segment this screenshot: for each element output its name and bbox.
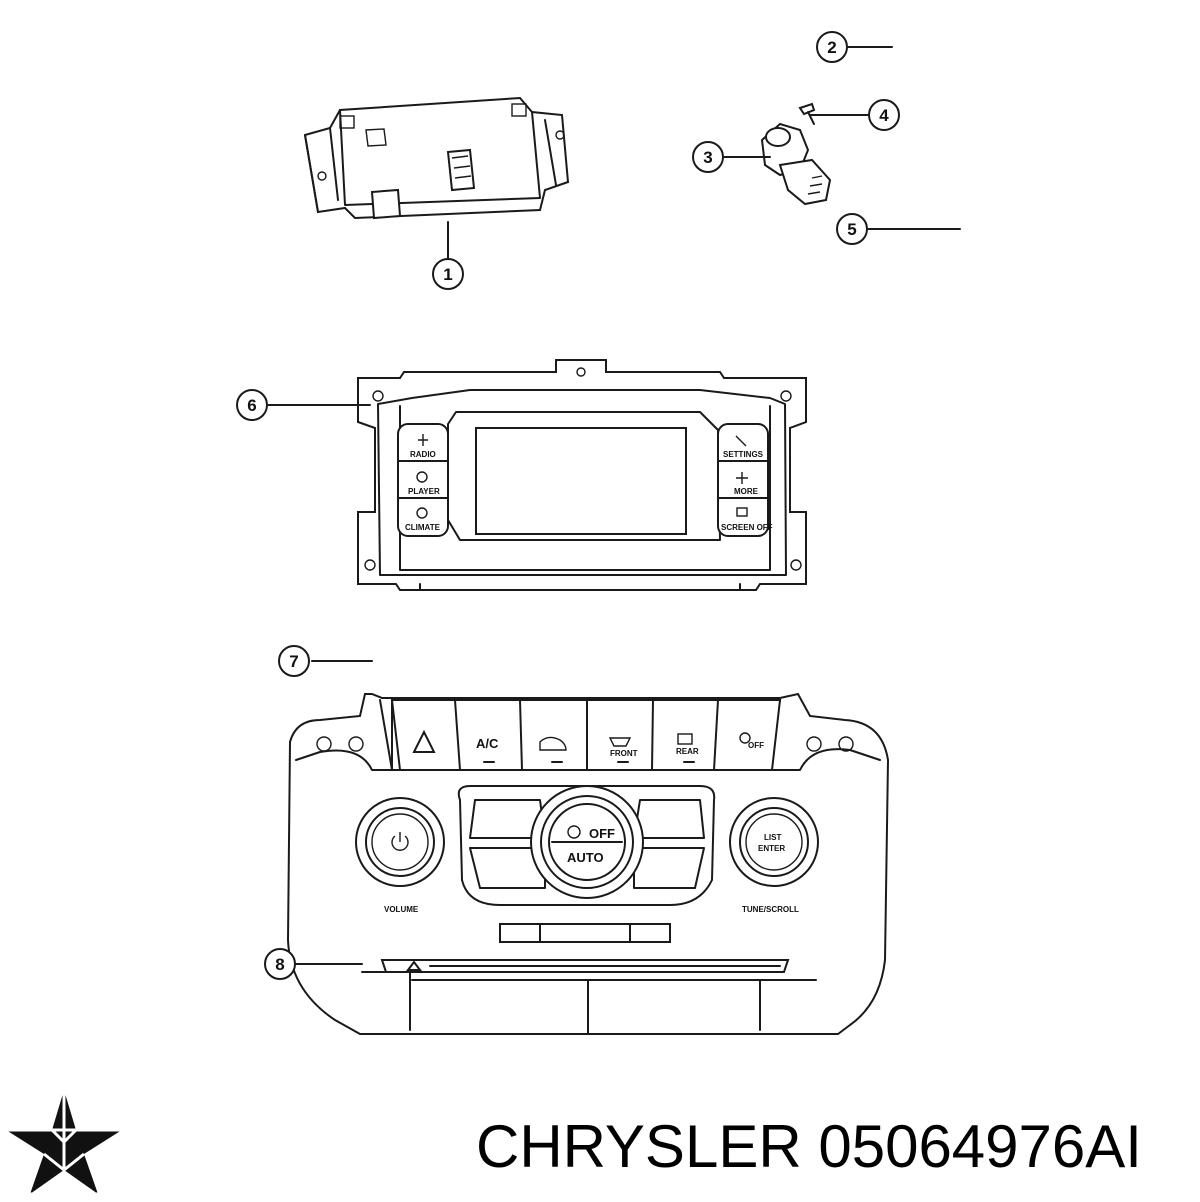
part-7-bezel: A/C FRONT REAR OFF OFF AUTO LIST ENTER V… — [286, 692, 890, 1035]
svg-text:7: 7 — [289, 652, 298, 671]
svg-text:4: 4 — [879, 106, 889, 125]
rear-defrost-button: REAR — [676, 747, 699, 756]
svg-text:2: 2 — [827, 38, 836, 57]
screen-button-climate: CLIMATE — [405, 523, 441, 532]
part-1-control-module — [303, 96, 570, 259]
callout-7: 7 — [278, 645, 310, 677]
callout-1: 1 — [432, 258, 464, 290]
screen-button-more: MORE — [734, 487, 759, 496]
seat-off-label: OFF — [748, 741, 764, 750]
callout-4: 4 — [868, 99, 900, 131]
list-label: LIST — [764, 833, 781, 842]
part-3-switch-assembly — [760, 102, 832, 206]
volume-label: VOLUME — [384, 905, 419, 914]
chrysler-star-logo — [6, 1090, 122, 1196]
screen-button-radio: RADIO — [410, 450, 436, 459]
svg-text:5: 5 — [847, 220, 856, 239]
parts-diagram: RADIO PLAYER CLIMATE SETTINGS MORE SCREE… — [236, 31, 961, 1035]
brand-part-number: CHRYSLER 05064976AI — [476, 1113, 1142, 1180]
part-6-display-panel: RADIO PLAYER CLIMATE SETTINGS MORE SCREE… — [357, 359, 807, 591]
callout-8: 8 — [264, 948, 296, 980]
enter-label: ENTER — [758, 844, 785, 853]
fan-off-button: OFF — [589, 826, 615, 841]
svg-text:3: 3 — [703, 148, 712, 167]
callout-3: 3 — [692, 141, 724, 173]
svg-text:8: 8 — [275, 955, 284, 974]
callout-6: 6 — [236, 389, 268, 421]
svg-text:1: 1 — [443, 265, 452, 284]
callout-5: 5 — [836, 213, 868, 245]
front-defrost-button: FRONT — [610, 749, 638, 758]
part-8-disc-slot — [361, 959, 817, 1035]
tune-scroll-label: TUNE/SCROLL — [742, 905, 799, 914]
svg-text:6: 6 — [247, 396, 256, 415]
screen-button-player: PLAYER — [408, 487, 440, 496]
auto-button: AUTO — [567, 850, 604, 865]
leader-lines — [267, 46, 961, 965]
screen-button-settings: SETTINGS — [723, 450, 764, 459]
screen-button-screen-off: SCREEN OFF — [721, 523, 773, 532]
brand-footer — [0, 1080, 1200, 1200]
ac-button: A/C — [476, 736, 499, 751]
callout-2: 2 — [816, 31, 848, 63]
